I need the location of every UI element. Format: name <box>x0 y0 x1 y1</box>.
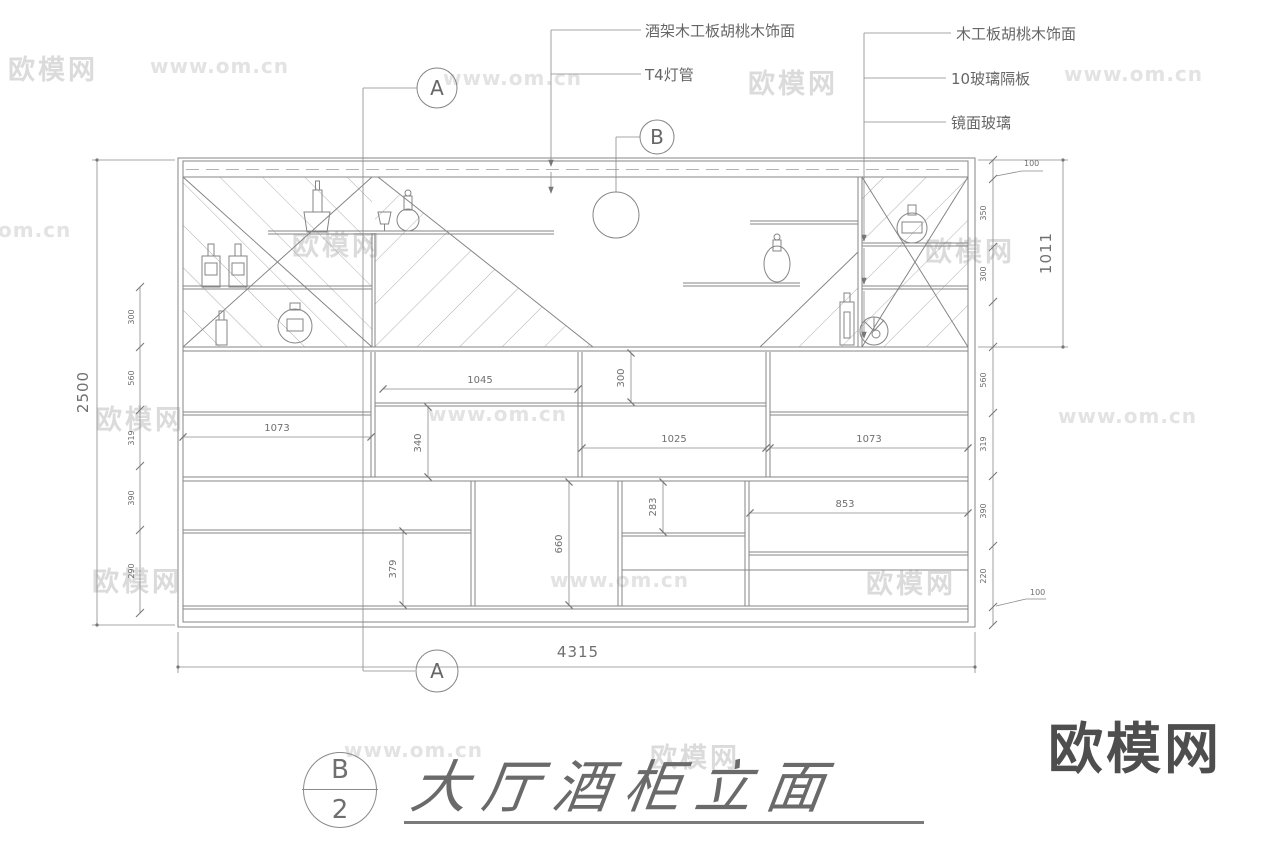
small-bottle-icon <box>215 310 228 346</box>
dim-left-chain-0: 300 <box>127 309 136 324</box>
dim-left-height: 379 <box>388 559 399 578</box>
bubble-divider <box>302 789 378 790</box>
dim-middle-right-width: 1073 <box>856 434 881 445</box>
dim-right-top-1: 300 <box>979 266 988 281</box>
dim-middle-left-width: 1073 <box>264 423 289 434</box>
dim-left-chain-4: 290 <box>127 563 136 578</box>
title-underline <box>404 821 924 824</box>
site-logo: 欧模网 <box>1048 717 1223 781</box>
dim-right-bottom-1: 319 <box>979 436 988 451</box>
section-a-label-bottom: A <box>430 659 444 683</box>
dimension-lines: 2500 4315 1011 300 560 319 390 290 <box>74 155 1068 673</box>
section-a-bubble-bottom <box>415 649 459 693</box>
fan-vase-icon <box>859 316 889 346</box>
upper-dividers <box>371 177 863 347</box>
dim-right-bottom-3: 220 <box>979 568 988 583</box>
glass-decanter-icon <box>377 189 420 232</box>
detail-marker-b: B <box>592 119 675 239</box>
dim-left-chain-2: 319 <box>127 430 136 445</box>
drawing-number-top: B <box>331 755 349 785</box>
dim-shelf-height: 300 <box>616 368 627 387</box>
annotations: 酒架木工板胡桃木饰面 T4灯管 木工板胡桃木饰面 10玻璃隔板 镜面玻璃 <box>644 22 1076 132</box>
wine-bottle-icon <box>201 243 221 288</box>
annotation-wine-rack: 酒架木工板胡桃木饰面 <box>645 22 795 40</box>
dim-left-chain-3: 390 <box>127 490 136 505</box>
dim-shelf-width: 1045 <box>467 375 492 386</box>
props <box>201 180 928 346</box>
dim-overall-width: 4315 <box>557 643 599 661</box>
drawing-number-bubble: B 2 <box>302 752 378 828</box>
dim-top-offset: 100 <box>1024 159 1039 168</box>
teardrop-decanter-icon <box>763 233 791 283</box>
drawing-number-bottom: 2 <box>331 795 349 825</box>
dim-upper-height: 283 <box>648 497 659 516</box>
bottom-section <box>183 481 968 606</box>
left-chain-ticks <box>135 282 145 618</box>
dim-center-width: 1025 <box>661 434 686 445</box>
dim-bottom-right-width: 853 <box>835 499 854 510</box>
detail-b-bubble <box>639 119 675 155</box>
section-line-a: A A <box>362 67 459 693</box>
upper-section-decor <box>182 176 969 348</box>
dim-overall-height: 2500 <box>74 371 92 413</box>
slim-bottle-icon <box>839 292 855 346</box>
wine-bottle-icon <box>228 243 248 288</box>
dim-right-bottom-2: 390 <box>979 503 988 518</box>
annotation-leaders <box>548 29 951 339</box>
dim-left-chain-1: 560 <box>127 370 136 385</box>
right-chain-ticks <box>988 155 998 630</box>
right-hatch-triangle <box>760 252 858 347</box>
section-a-label-top: A <box>430 76 444 100</box>
annotation-glass-shelf: 10玻璃隔板 <box>951 70 1030 88</box>
dim-bottom-offset: 100 <box>1030 588 1045 597</box>
ice-bucket-bottle-icon <box>303 180 331 233</box>
dim-right-top-0: 350 <box>979 205 988 220</box>
round-jug-icon <box>277 302 313 344</box>
drawing-title: 大厅酒柜立面 <box>406 755 842 821</box>
detail-b-label: B <box>650 125 664 149</box>
middle-section <box>183 352 968 477</box>
dim-upper-right-total: 1011 <box>1037 232 1055 274</box>
section-a-bubble-top <box>416 67 458 109</box>
annotation-t4-lamp: T4灯管 <box>644 66 694 84</box>
dim-center-height: 660 <box>554 534 565 553</box>
dim-divider-height: 340 <box>413 433 424 452</box>
detail-b-target-circle <box>592 191 640 239</box>
annotation-wood-panel: 木工板胡桃木饰面 <box>956 25 1076 43</box>
vase-lamp-icon <box>896 204 928 244</box>
annotation-mirror-glass: 镜面玻璃 <box>951 114 1011 132</box>
dim-right-bottom-0: 560 <box>979 372 988 387</box>
